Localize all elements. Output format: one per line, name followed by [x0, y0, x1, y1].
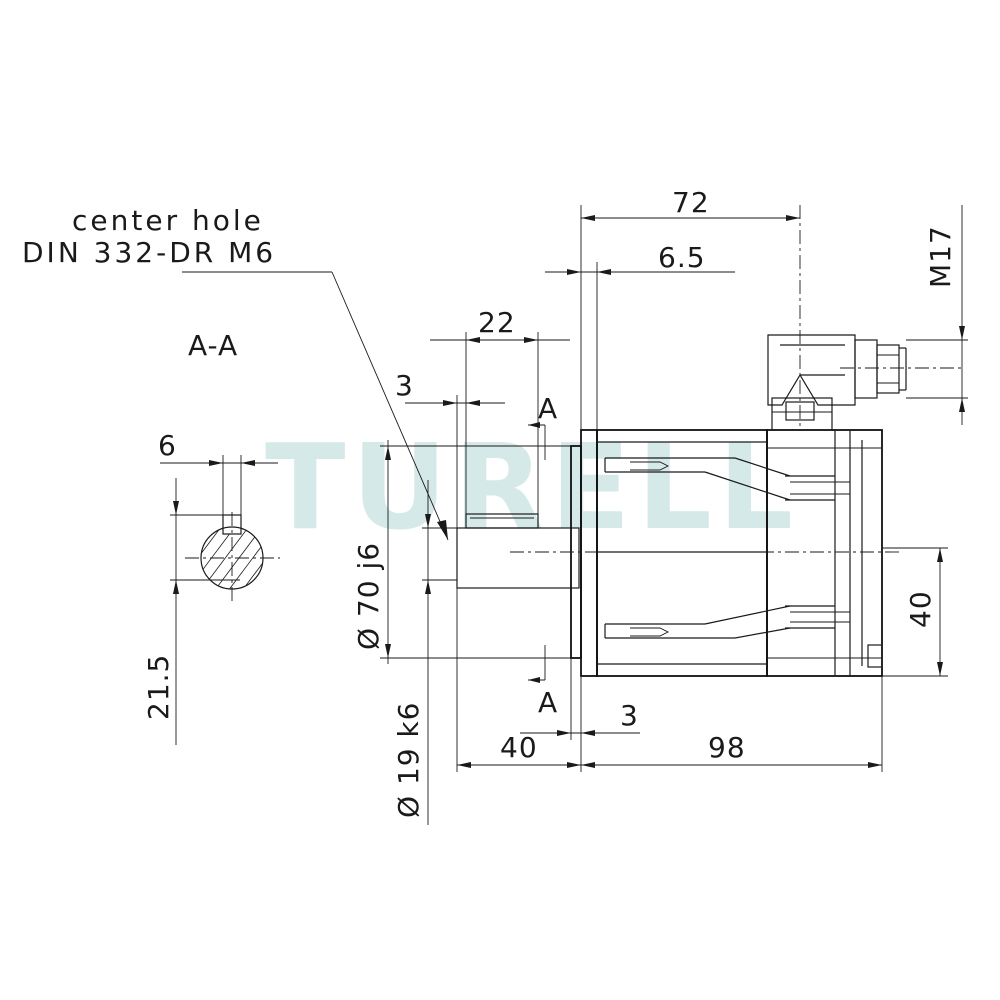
dim-40-body-lines [882, 547, 948, 677]
dim-6-5: 6.5 [658, 241, 706, 274]
dim-72-lines [580, 205, 800, 430]
dim-3-top-lines [405, 395, 505, 528]
center-hole-leader [182, 271, 449, 541]
section-title: A-A [188, 329, 238, 362]
center-hole-note-line2: DIN 332-DR M6 [22, 236, 276, 269]
dim-pilot-diameter: Ø 70 j6 [352, 542, 385, 650]
dim-98: 98 [708, 731, 746, 764]
dim-m17: M17 [924, 225, 957, 288]
section-view [160, 455, 280, 745]
connector [767, 205, 965, 431]
dim-shaft-diam-lines [422, 480, 457, 825]
dim-72: 72 [672, 186, 710, 219]
dim-3-gap: 3 [620, 699, 639, 732]
section-letter-bottom: A [538, 686, 558, 719]
section-marker-bottom [528, 645, 546, 683]
dim-m17-lines [906, 205, 968, 425]
watermark: TURELL [265, 418, 799, 556]
motor-body [456, 429, 900, 677]
dim-key-width: 6 [158, 429, 177, 462]
dim-pilot-lines [380, 440, 571, 664]
center-hole-note-line1: center hole [72, 204, 264, 237]
section-letter-top: A [538, 392, 558, 425]
section-marker-top [528, 422, 546, 460]
dim-22: 22 [478, 306, 516, 339]
dim-shaft-diameter: Ø 19 k6 [392, 702, 425, 819]
dim-bottom-lines [456, 588, 883, 772]
shaft-key [465, 513, 539, 529]
dim-40-body: 40 [904, 590, 937, 628]
dim-3-top: 3 [395, 369, 414, 402]
dim-6-5-lines [545, 262, 735, 430]
dim-40-shaft-length: 40 [500, 731, 538, 764]
dim-key-height: 21.5 [142, 654, 175, 720]
dim-22-lines [430, 332, 570, 514]
